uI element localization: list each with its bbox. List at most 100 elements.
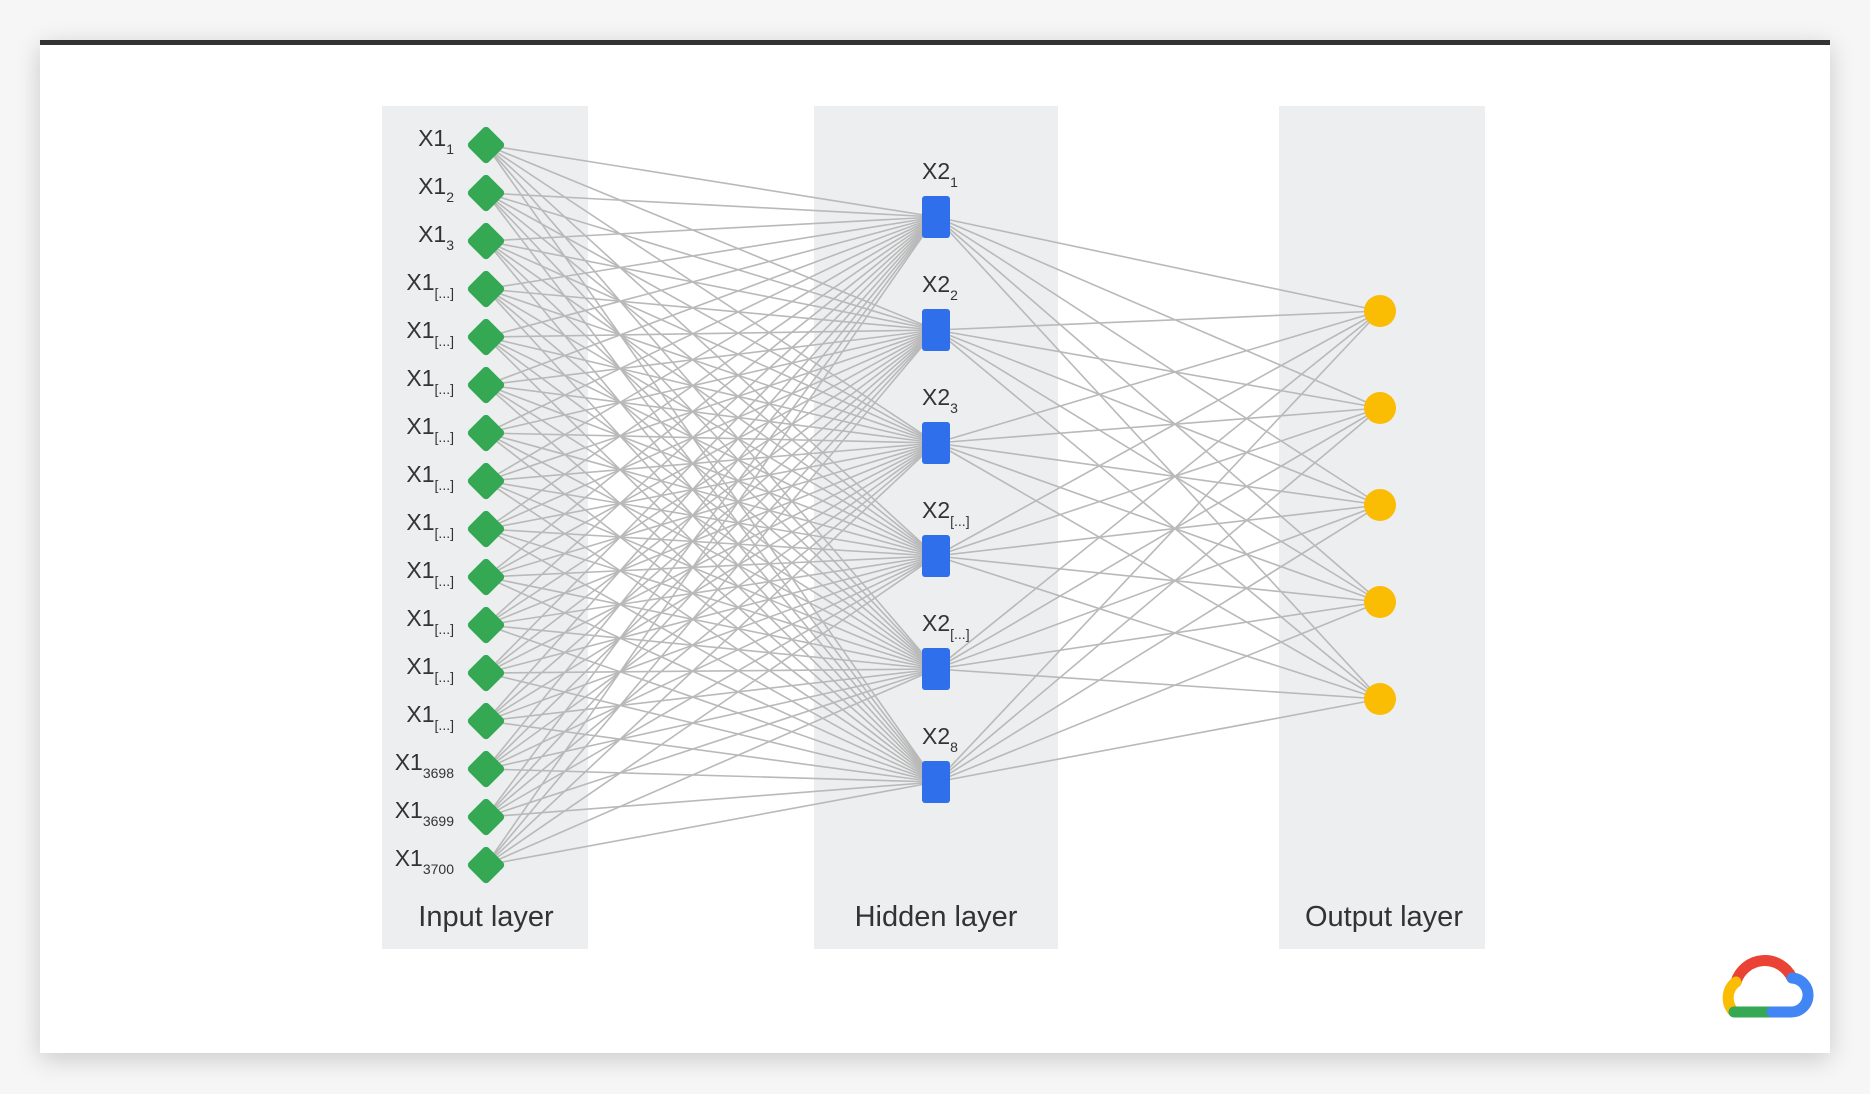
input-node-diamond <box>467 654 505 692</box>
connection-line <box>485 555 937 578</box>
connection-line <box>485 442 937 722</box>
input-node-diamond <box>467 270 505 308</box>
input-node-label: X1[...] <box>406 509 454 541</box>
connection-line <box>485 329 937 770</box>
connection-line <box>485 432 937 670</box>
connection-line <box>485 240 937 331</box>
connection-line <box>485 555 937 722</box>
connection-line <box>485 442 937 770</box>
connection-lines <box>485 144 1381 866</box>
input-node-diamond <box>467 366 505 404</box>
hidden-node-label: X22 <box>922 271 958 303</box>
input-node-diamond <box>467 558 505 596</box>
connection-line <box>485 384 937 444</box>
connection-line <box>485 288 937 670</box>
connection-line <box>485 144 937 331</box>
input-node-label: X1[...] <box>406 269 454 301</box>
input-layer-label: Input layer <box>418 901 554 933</box>
connection-line <box>485 480 937 557</box>
connection-line <box>485 384 937 783</box>
connection-line <box>485 329 937 530</box>
network-nodes <box>467 126 1396 884</box>
connection-line <box>485 216 937 290</box>
connection-line <box>935 310 1381 783</box>
connection-line <box>485 329 937 386</box>
connection-line <box>485 480 937 670</box>
input-node-label: X13699 <box>395 797 454 829</box>
connection-line <box>935 442 1381 603</box>
connection-line <box>485 329 937 482</box>
connection-line <box>485 432 937 783</box>
connection-line <box>485 192 937 331</box>
hidden-node-rect <box>922 761 950 803</box>
connection-line <box>935 668 1381 700</box>
connection-line <box>485 240 937 783</box>
connection-line <box>485 720 937 783</box>
connection-line <box>485 192 937 218</box>
connection-line <box>935 601 1381 783</box>
connection-line <box>485 624 937 783</box>
input-node-diamond <box>467 126 505 164</box>
connection-line <box>485 216 937 386</box>
connection-line <box>485 329 937 722</box>
connection-line <box>485 668 937 770</box>
connection-line <box>485 329 937 338</box>
input-node-label: X12 <box>418 173 454 205</box>
connection-line <box>485 528 937 670</box>
connection-line <box>935 504 1381 557</box>
connection-line <box>485 216 937 242</box>
connection-line <box>485 216 937 722</box>
connection-line <box>485 555 937 770</box>
input-node-label: X1[...] <box>406 653 454 685</box>
connection-line <box>485 144 937 670</box>
input-node-diamond <box>467 702 505 740</box>
connection-line <box>485 216 937 578</box>
connection-line <box>935 216 1381 700</box>
connection-line <box>485 216 937 674</box>
input-node-label: X1[...] <box>406 365 454 397</box>
connection-line <box>485 192 937 783</box>
connection-line <box>485 329 937 626</box>
connection-line <box>485 216 937 818</box>
output-node-circle <box>1364 295 1396 327</box>
connection-line <box>485 216 937 530</box>
connection-line <box>485 192 937 444</box>
connection-line <box>485 192 937 557</box>
input-node-diamond <box>467 510 505 548</box>
input-node-label: X13698 <box>395 749 454 781</box>
hidden-node-label: X2[...] <box>922 610 970 642</box>
connection-line <box>485 668 937 866</box>
connection-line <box>935 216 1381 603</box>
hidden-node-rect <box>922 422 950 464</box>
connection-line <box>485 442 937 818</box>
connection-line <box>935 329 1381 506</box>
connection-line <box>485 329 937 434</box>
connection-line <box>935 329 1381 409</box>
input-node-label: X11 <box>418 125 454 157</box>
output-node-circle <box>1364 392 1396 424</box>
hidden-node-label: X28 <box>922 723 958 755</box>
connection-line <box>485 668 937 674</box>
connection-line <box>485 555 937 818</box>
connection-line <box>485 668 937 818</box>
connection-line <box>485 336 937 670</box>
connection-line <box>935 310 1381 331</box>
connection-line <box>485 144 937 557</box>
connection-line <box>935 442 1381 700</box>
connection-line <box>935 310 1381 557</box>
input-node-diamond <box>467 846 505 884</box>
connection-line <box>485 216 937 626</box>
connection-line <box>485 288 937 331</box>
connection-line <box>485 480 937 783</box>
output-layer-label: Output layer <box>1305 901 1463 933</box>
connection-line <box>935 329 1381 700</box>
hidden-layer-label: Hidden layer <box>855 901 1018 933</box>
input-node-label: X1[...] <box>406 701 454 733</box>
connection-line <box>485 528 937 783</box>
connection-line <box>485 216 937 338</box>
input-node-label: X1[...] <box>406 461 454 493</box>
connection-line <box>485 576 937 783</box>
connection-line <box>485 432 937 557</box>
connection-line <box>485 192 937 670</box>
